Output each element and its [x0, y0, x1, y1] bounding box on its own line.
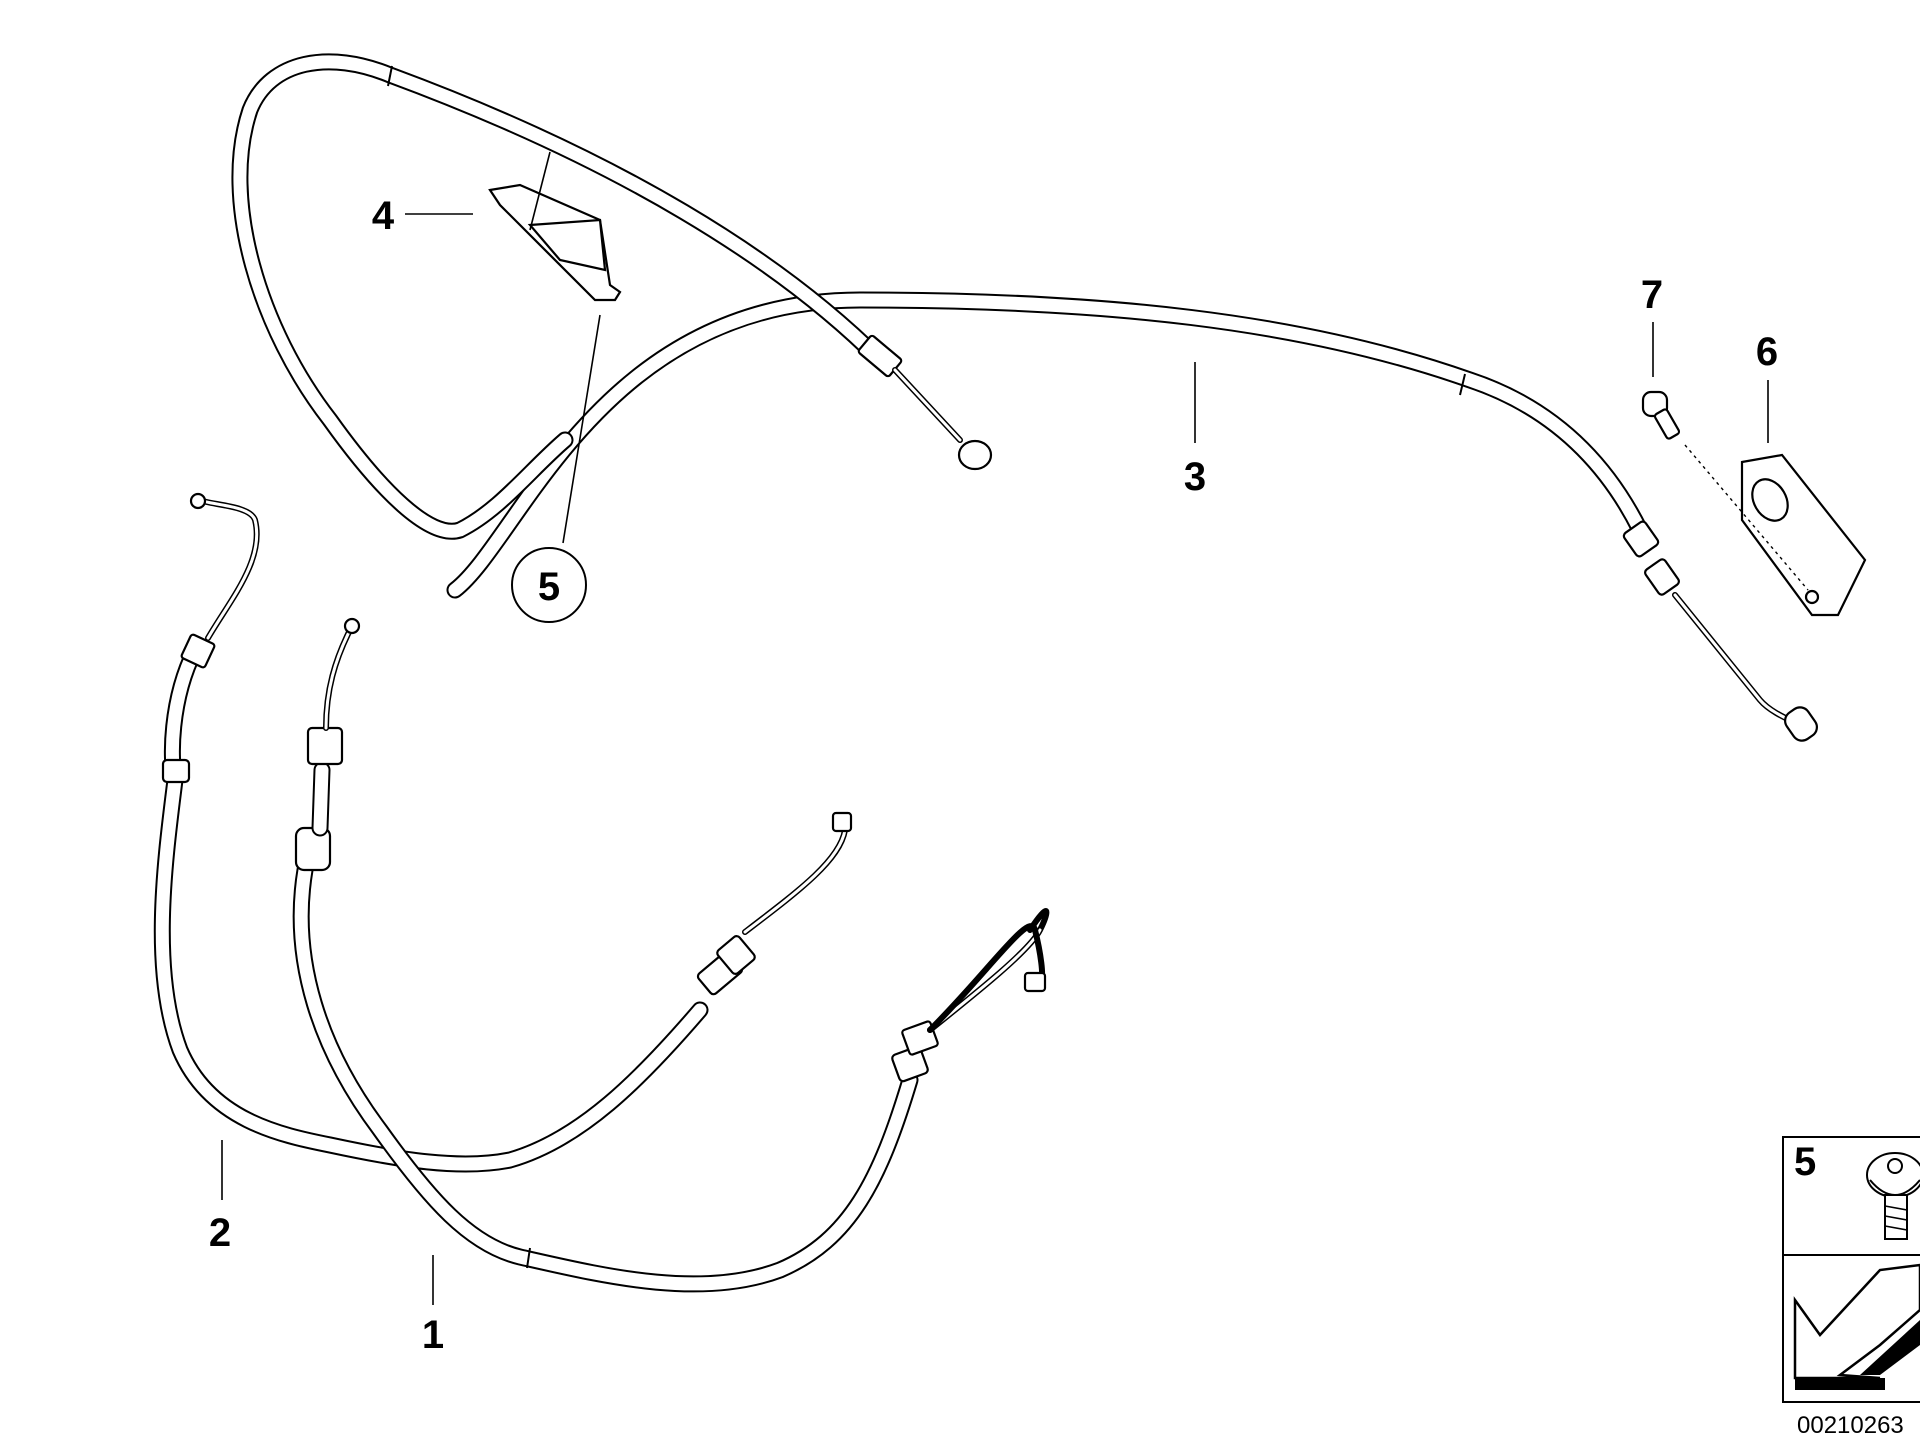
callout-3: 3 [1184, 455, 1206, 499]
cable-1 [292, 617, 1050, 1293]
screw-icon [1866, 1152, 1920, 1240]
callout-5: 5 [538, 565, 560, 609]
screw-7 [1641, 390, 1681, 440]
callout-5-circle [511, 547, 587, 623]
catalog-number: 00210263 [1797, 1412, 1904, 1439]
callout-6: 6 [1756, 330, 1778, 374]
clip-4 [488, 183, 622, 302]
cable-3 [446, 291, 1818, 742]
cable-2 [153, 492, 853, 1173]
callout-2: 2 [209, 1211, 231, 1255]
callout-1: 1 [422, 1313, 444, 1357]
legend-label: 5 [1794, 1140, 1816, 1184]
callout-7: 7 [1641, 273, 1663, 317]
leader-5 [562, 314, 601, 544]
bracket-6 [1740, 453, 1867, 617]
cable-loop [231, 53, 993, 540]
legend-box: 5 [1782, 1136, 1920, 1403]
callout-4: 4 [372, 194, 395, 238]
arrow-icon [1793, 1263, 1920, 1390]
leader-4b [529, 151, 551, 231]
